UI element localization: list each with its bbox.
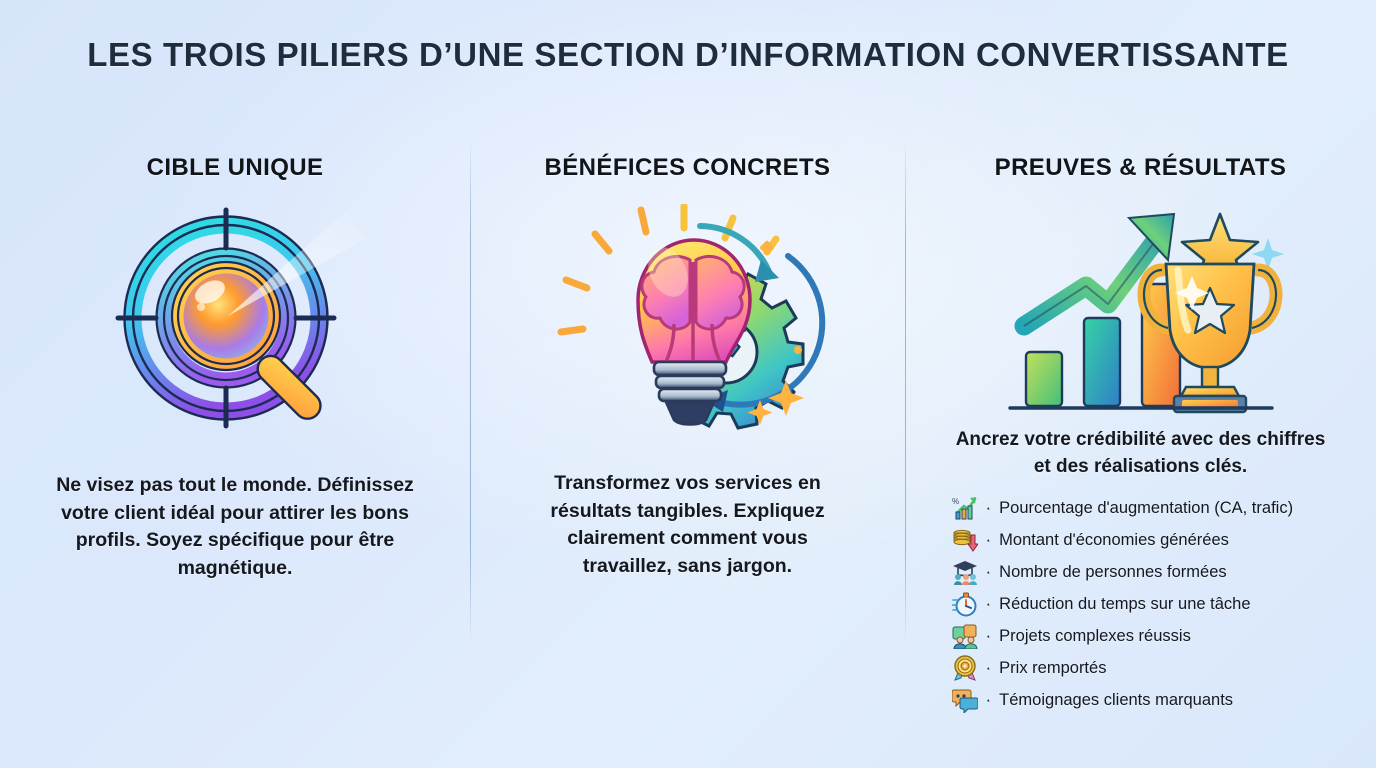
award-medal-icon [953,655,976,681]
pillar-heading-1: CIBLE UNIQUE [146,154,324,181]
pillar-heading-3: PREUVES & RÉSULTATS [994,154,1287,181]
pillar-body-3: Ancrez votre crédibilité avec des chiffr… [955,429,1326,477]
puzzle-teamwork-icon [952,624,978,649]
pillar-benefices-concrets: BÉNÉFICES CONCRETS [470,118,905,758]
bullet-dot: · [985,530,992,550]
chart-increasing-icon: % [952,496,976,520]
list-item: · Montant d'économies générées [952,527,1336,553]
svg-text:%: % [952,497,959,506]
growth-chart-trophy-icon [996,204,1286,419]
pillar-body-1: Ne visez pas tout le monde. Définissez v… [56,474,414,580]
list-item-label: Nombre de personnes formées [999,562,1227,581]
list-item-label: Projets complexes réussis [999,626,1191,645]
list-item: · Témoignages clients marquants [951,687,1336,713]
stopwatch-icon [951,592,976,617]
list-item: · Nombre de personnes formées [952,559,1336,585]
page-title: LES TROIS PILIERS D’UNE SECTION D’INFORM… [87,36,1289,73]
list-item-label: Prix remportés [999,658,1107,677]
bullet-dot: · [985,690,992,710]
bullet-dot: · [985,658,992,678]
pillar-body-2: Transformez vos services en résultats ta… [550,472,825,578]
target-magnifier-icon [95,204,375,434]
list-item-label: Montant d'économies générées [999,530,1229,549]
lightbulb-brain-gears-icon [548,204,828,434]
list-item: · Prix remportés [952,655,1336,681]
list-item: % · Pourcentage d'augmentation (CA, traf… [952,495,1336,521]
pillar-heading-2: BÉNÉFICES CONCRETS [544,154,831,181]
list-item: · Projets complexes réussis [952,623,1336,649]
column-divider-2 [905,136,906,648]
list-item: · Réduction du temps sur une tâche [951,591,1336,617]
list-item-label: Réduction du temps sur une tâche [999,594,1251,613]
pillar-cible-unique: CIBLE UNIQUE [0,118,470,758]
speech-bubbles-icon [951,689,978,713]
bullet-dot: · [985,498,992,518]
pillars-container: CIBLE UNIQUE [0,118,1376,758]
list-item-label: Pourcentage d'augmentation (CA, trafic) [999,498,1294,517]
list-item-label: Témoignages clients marquants [999,690,1234,709]
bullet-dot: · [985,626,992,646]
bullet-dot: · [985,594,992,614]
money-savings-icon [953,529,978,552]
column-divider-1 [470,136,471,648]
pillar-preuves-resultats: PREUVES & RÉSULTATS [905,118,1376,758]
proof-metrics-list: % · Pourcentage d'augmentation (CA, traf… [946,495,1336,713]
graduation-training-icon [952,560,977,585]
bullet-dot: · [985,562,992,582]
